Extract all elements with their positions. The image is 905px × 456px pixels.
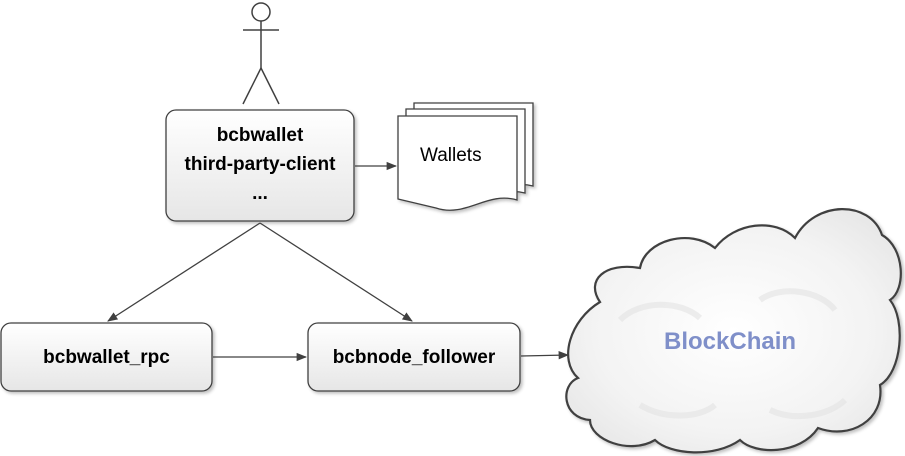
- client-box[interactable]: [165, 109, 355, 222]
- client-line-third-party-client: third-party-client: [184, 153, 336, 175]
- arrow-follower-to-cloud: [520, 351, 570, 360]
- arrow-client-to-follower: [259, 222, 413, 322]
- wallets-label: Wallets: [420, 145, 482, 166]
- client-line-bcbwallet: bcbwallet: [216, 124, 304, 146]
- client-box-label: bcbwallet third-party-client ...: [166, 118, 354, 210]
- rpc-box-label: bcbwallet_rpc: [43, 346, 170, 368]
- follower-box-label: bcbnode_follower: [332, 346, 496, 368]
- blockchain-cloud[interactable]: [565, 208, 902, 454]
- wallets-document-stack[interactable]: [397, 102, 534, 211]
- blockchain-label: BlockChain: [664, 328, 797, 355]
- actor-icon: [242, 2, 280, 105]
- client-line-ellipsis: ...: [252, 182, 268, 204]
- arrow-client-to-rpc: [107, 222, 261, 322]
- rpc-box[interactable]: [0, 322, 213, 392]
- follower-box[interactable]: [307, 322, 521, 392]
- connectors: [107, 161, 570, 362]
